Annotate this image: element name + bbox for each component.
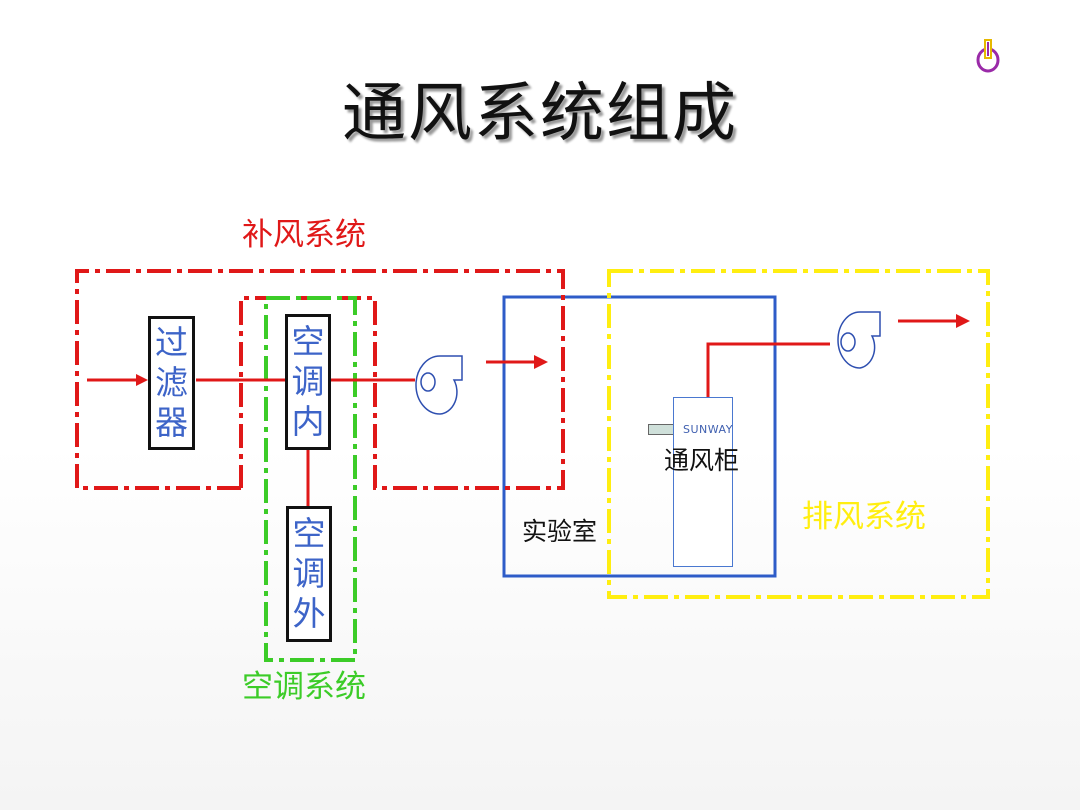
arrow-right-icon xyxy=(956,314,970,328)
fan-icon xyxy=(837,311,881,369)
exhaust-duct-line xyxy=(706,342,830,398)
ac-outdoor-label-char: 空 xyxy=(292,514,326,553)
filter-label-char: 器 xyxy=(155,403,188,442)
filter-label-char: 过 xyxy=(155,323,188,362)
ac-outdoor-label-char: 外 xyxy=(292,594,326,633)
laboratory-label: 实验室 xyxy=(522,517,598,546)
fan-icon xyxy=(415,355,463,415)
ac-outdoor-unit-box: 空 调 外 xyxy=(286,506,332,642)
ac-indoor-label-char: 调 xyxy=(291,362,325,401)
supply-air-system-label: 补风系统 xyxy=(242,217,366,253)
filter-box: 过 滤 器 xyxy=(148,316,195,450)
arrow-right-icon xyxy=(136,374,148,386)
ac-indoor-label-char: 内 xyxy=(291,402,325,441)
fume-hood-sash xyxy=(648,424,674,435)
air-conditioning-boundary xyxy=(264,296,357,662)
air-conditioning-system-label: 空调系统 xyxy=(242,669,366,705)
ac-indoor-unit-box: 空 调 内 xyxy=(285,314,331,450)
page-title: 通风系统组成 xyxy=(342,77,738,151)
fume-hood-brand: SUNWAY xyxy=(683,423,733,436)
ac-outdoor-label-char: 调 xyxy=(292,554,326,593)
power-logo-icon xyxy=(975,38,1001,78)
filter-label-char: 滤 xyxy=(155,363,188,402)
ac-indoor-label-char: 空 xyxy=(291,322,325,361)
fume-hood-label: 通风柜 xyxy=(664,446,740,475)
exhaust-boundary xyxy=(607,269,990,599)
fume-hood-body xyxy=(673,397,733,567)
arrow-right-icon xyxy=(534,355,548,369)
laboratory-boundary xyxy=(502,295,777,578)
exhaust-system-label: 排风系统 xyxy=(802,499,926,535)
